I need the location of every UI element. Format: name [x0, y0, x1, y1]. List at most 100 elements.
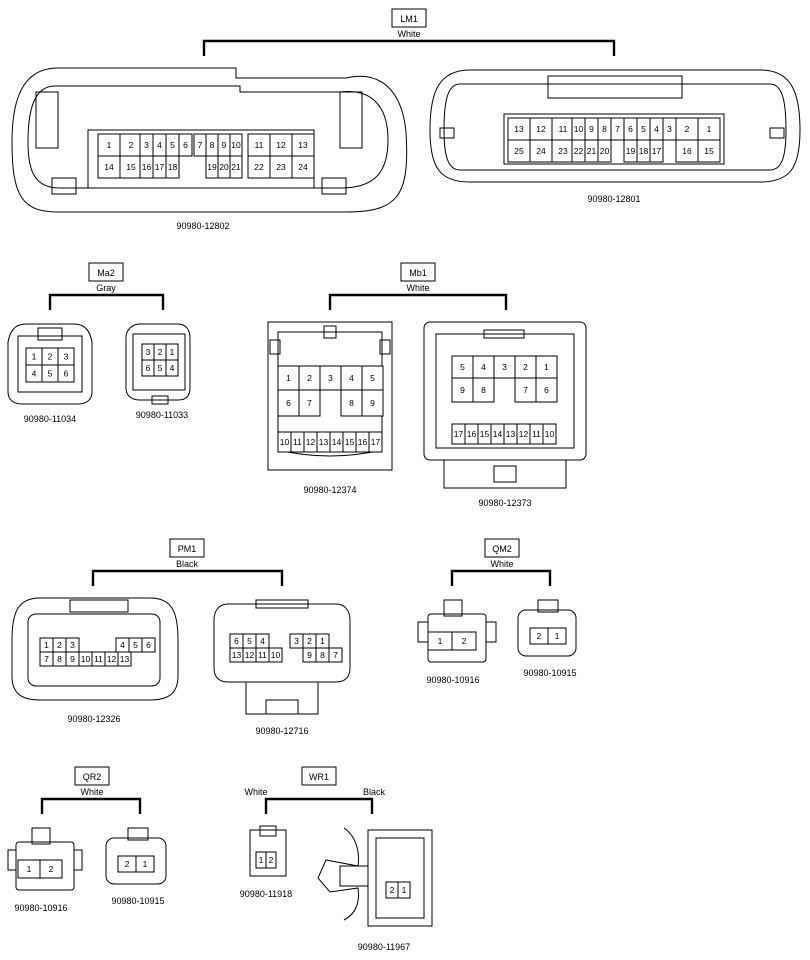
latch: [259, 825, 277, 837]
pin-number: 1: [707, 124, 712, 134]
group-label-box-lm1: [391, 8, 427, 28]
pin-number: 16: [358, 437, 368, 447]
connector-outline: [367, 829, 433, 927]
pin-number: 14: [332, 437, 342, 447]
group-label-wr1: WR1: [309, 772, 329, 782]
pin-cell: [57, 364, 75, 383]
pin-number: 5: [170, 140, 175, 150]
connector-housing: [375, 837, 425, 919]
side-rib-right: [485, 621, 497, 643]
pin-number: 5: [158, 363, 163, 373]
pin-number: 10: [271, 650, 281, 660]
latch: [493, 465, 517, 483]
pin-cell: [117, 651, 132, 667]
pin-number: 7: [307, 398, 312, 408]
connector-outline: [11, 67, 408, 213]
pin-number: 4: [654, 124, 659, 134]
top-latch: [69, 599, 129, 613]
pin-number: 2: [537, 631, 542, 641]
pin-number: 2: [685, 124, 690, 134]
pin-number: 10: [574, 124, 584, 134]
pin-cell: [451, 631, 477, 651]
pin-number: 4: [260, 636, 265, 646]
lock-tab-right: [339, 91, 363, 149]
pin-number: 16: [682, 146, 692, 156]
pin-number: 7: [615, 124, 620, 134]
pin-number: 14: [493, 429, 503, 439]
latch: [265, 699, 299, 715]
latch: [37, 327, 63, 341]
group-color-ma2: Gray: [96, 283, 116, 293]
group-color-qr2: White: [80, 787, 103, 797]
group-label-box-pm1: [169, 538, 205, 558]
pin-cell: [268, 647, 283, 663]
part-number: 90980-10915: [111, 896, 164, 906]
pin-number: 5: [48, 369, 53, 379]
part-number: 90980-11034: [24, 414, 76, 424]
pin-cell: [535, 377, 558, 403]
group-color-wr1-left: White: [244, 787, 267, 797]
pin-number: 1: [544, 362, 549, 372]
side-rib-right: [379, 339, 391, 355]
pin-number: 6: [146, 363, 151, 373]
pin-cell: [697, 139, 721, 163]
pin-number: 11: [559, 124, 568, 134]
pin-number: 14: [104, 162, 114, 172]
latch: [323, 325, 337, 339]
latch: [127, 827, 149, 841]
pin-number: 1: [107, 140, 112, 150]
pin-number: 5: [641, 124, 646, 134]
group-bracket-qm2: [450, 569, 552, 586]
group-qm2: QM2 White: [450, 538, 552, 586]
pin-number: 13: [232, 650, 242, 660]
pin-number: 2: [523, 362, 528, 372]
pin-number: 24: [536, 146, 546, 156]
lower-skirt: [245, 682, 319, 715]
pin-number: 10: [231, 140, 241, 150]
pin-number: 1: [555, 631, 560, 641]
pin-number: 2: [462, 636, 467, 646]
pin-number: 6: [64, 369, 69, 379]
pin-number: 1: [44, 640, 49, 650]
pin-cell: [397, 881, 411, 899]
pin-number: 9: [307, 650, 312, 660]
pin-number: 15: [345, 437, 355, 447]
pin-cell: [361, 389, 384, 417]
connector-housing: [132, 333, 186, 391]
pin-number: 24: [298, 162, 308, 172]
connector-outline: [11, 597, 179, 701]
pin-number: 13: [298, 140, 308, 150]
part-number: 90980-10915: [523, 668, 576, 678]
pin-number: 8: [57, 654, 62, 664]
pin-number: 15: [480, 429, 490, 439]
group-label-box-wr1: [301, 766, 337, 786]
pin-number: 15: [704, 146, 714, 156]
connector-outline: [423, 321, 587, 461]
pin-number: 2: [307, 636, 312, 646]
pin-number: 2: [49, 864, 54, 874]
top-latch: [547, 75, 683, 99]
group-ma2: Ma2 Gray: [48, 262, 165, 310]
pin-number: 2: [269, 855, 274, 865]
pin-cell: [141, 637, 156, 653]
clip-body: [339, 865, 369, 887]
part-number: 90980-12716: [255, 726, 308, 736]
connector-housing: [443, 83, 787, 171]
part-number: 90980-12326: [67, 714, 120, 724]
pin-number: 22: [574, 146, 584, 156]
pin-number: 23: [558, 146, 568, 156]
pin-number: 3: [70, 640, 75, 650]
group-mb1: Mb1 White: [328, 262, 508, 310]
pin-number: 1: [143, 859, 148, 869]
group-bracket-lm1: [202, 39, 616, 56]
pin-number: 6: [146, 640, 151, 650]
group-pm1: PM1 Black: [91, 538, 284, 586]
pin-cell: [298, 389, 321, 417]
connector-outline: [429, 69, 801, 183]
pin-number: 15: [126, 162, 136, 172]
